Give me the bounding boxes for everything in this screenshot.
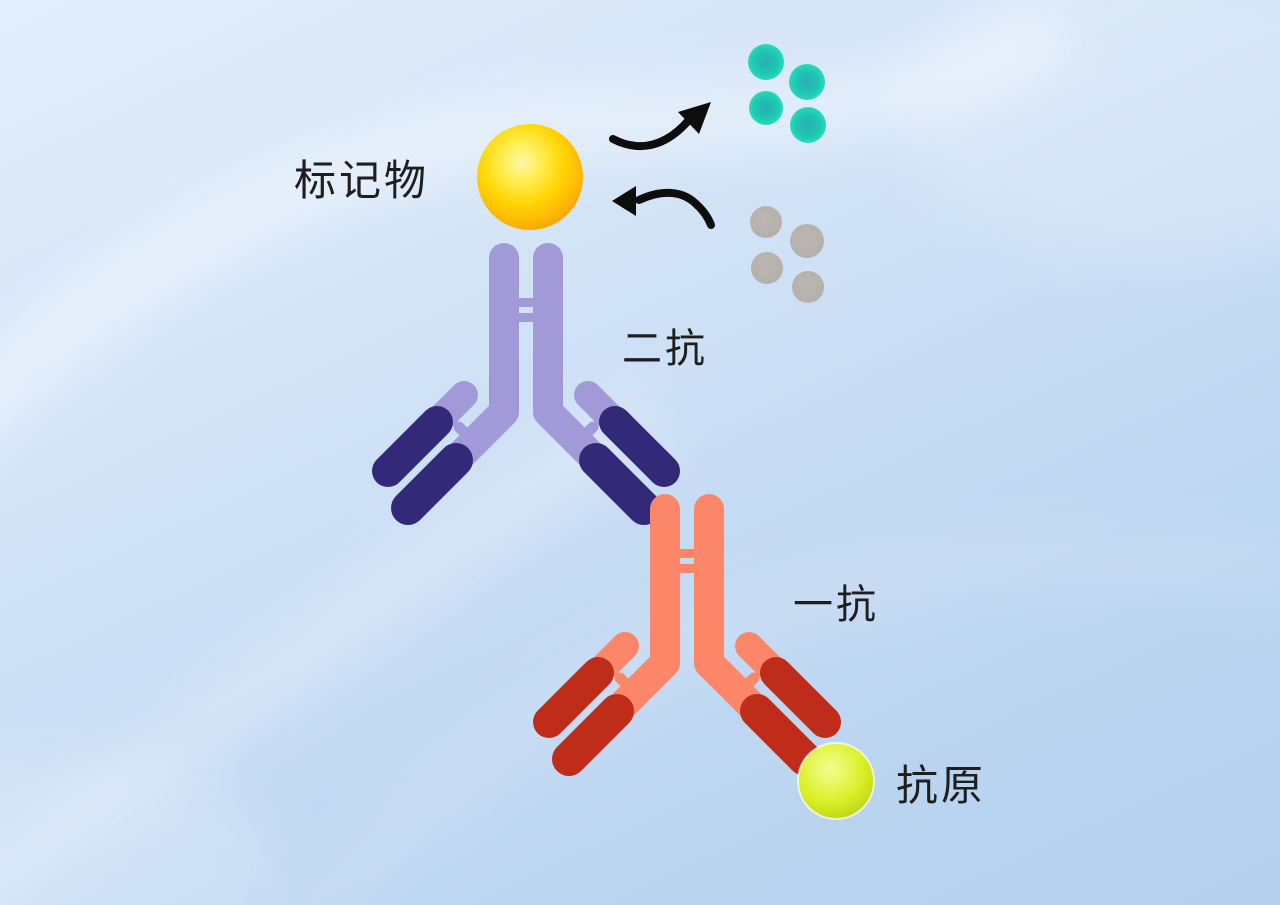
free-dot xyxy=(790,224,824,258)
marker-sphere xyxy=(477,124,583,230)
antigen-sphere xyxy=(797,742,875,820)
arrow-reverse-icon xyxy=(612,186,715,229)
bound-label-dots xyxy=(748,44,826,143)
bound-dot xyxy=(748,44,784,80)
primary-antibody-label: 一抗 xyxy=(793,583,879,627)
secondary-antibody-label: 二抗 xyxy=(622,327,708,371)
free-dot xyxy=(750,206,782,238)
free-label-dots xyxy=(750,206,824,303)
free-dot xyxy=(751,252,783,284)
bound-dot xyxy=(790,107,826,143)
marker-label: 标记物 xyxy=(294,157,430,204)
arrow-forward-icon xyxy=(609,102,711,151)
antigen-label: 抗原 xyxy=(896,762,987,809)
bound-dot xyxy=(749,91,783,125)
bound-dot xyxy=(789,64,825,100)
free-dot xyxy=(792,271,824,303)
